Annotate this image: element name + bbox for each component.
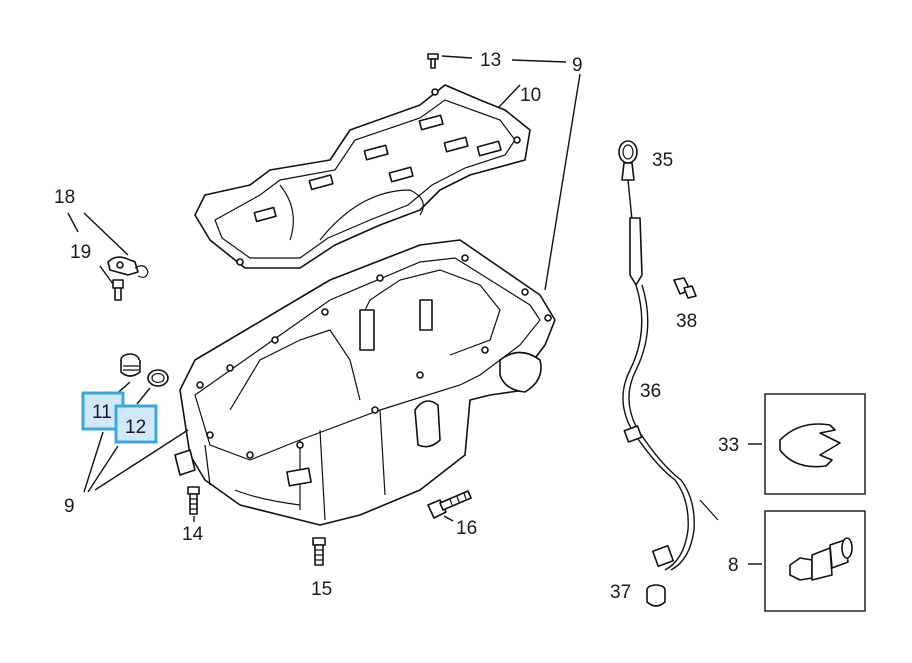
- callout-13[interactable]: 13: [480, 50, 501, 71]
- windage-tray-drawing: [194, 84, 531, 269]
- callout-8[interactable]: 8: [728, 555, 739, 576]
- bolt-13-drawing: [427, 53, 439, 69]
- callout-10[interactable]: 10: [520, 85, 541, 106]
- bolt-14-drawing: [187, 486, 200, 515]
- callout-35[interactable]: 35: [652, 150, 673, 171]
- bolt-38-drawing: [673, 277, 697, 299]
- leader-lines: [67, 55, 762, 565]
- callout-38[interactable]: 38: [676, 311, 697, 332]
- washer-12-drawing: [147, 369, 169, 387]
- callout-16[interactable]: 16: [456, 518, 477, 539]
- bolt-15-drawing: [312, 537, 326, 566]
- callout-33[interactable]: 33: [718, 435, 739, 456]
- callout-12-highlight[interactable]: [114, 404, 158, 444]
- callout-36[interactable]: 36: [640, 381, 661, 402]
- bracket-18-drawing: [107, 256, 149, 278]
- callout-9-top[interactable]: 9: [572, 55, 583, 76]
- callout-9-left[interactable]: 9: [64, 496, 75, 517]
- oil-pan-drawing: [174, 239, 556, 526]
- callout-11[interactable]: 11: [92, 402, 112, 423]
- callout-14[interactable]: 14: [182, 524, 204, 545]
- clip-33-inset: [764, 393, 866, 495]
- callout-12[interactable]: 12: [125, 417, 146, 438]
- callout-15[interactable]: 15: [311, 579, 332, 600]
- callout-37[interactable]: 37: [610, 582, 631, 603]
- callout-18[interactable]: 18: [54, 187, 75, 208]
- plug-37-drawing: [646, 584, 666, 607]
- dipstick-35-36-drawing: [618, 140, 719, 571]
- bolt-16-drawing: [427, 490, 472, 519]
- callout-labels: 13 9 10 18 19 11 12 9 14 15 16 35 38 36 …: [54, 50, 739, 603]
- drain-plug-11-drawing: [120, 353, 141, 377]
- callout-19[interactable]: 19: [70, 242, 91, 263]
- sensor-8-inset: [764, 510, 866, 612]
- bolt-19-drawing: [112, 279, 124, 301]
